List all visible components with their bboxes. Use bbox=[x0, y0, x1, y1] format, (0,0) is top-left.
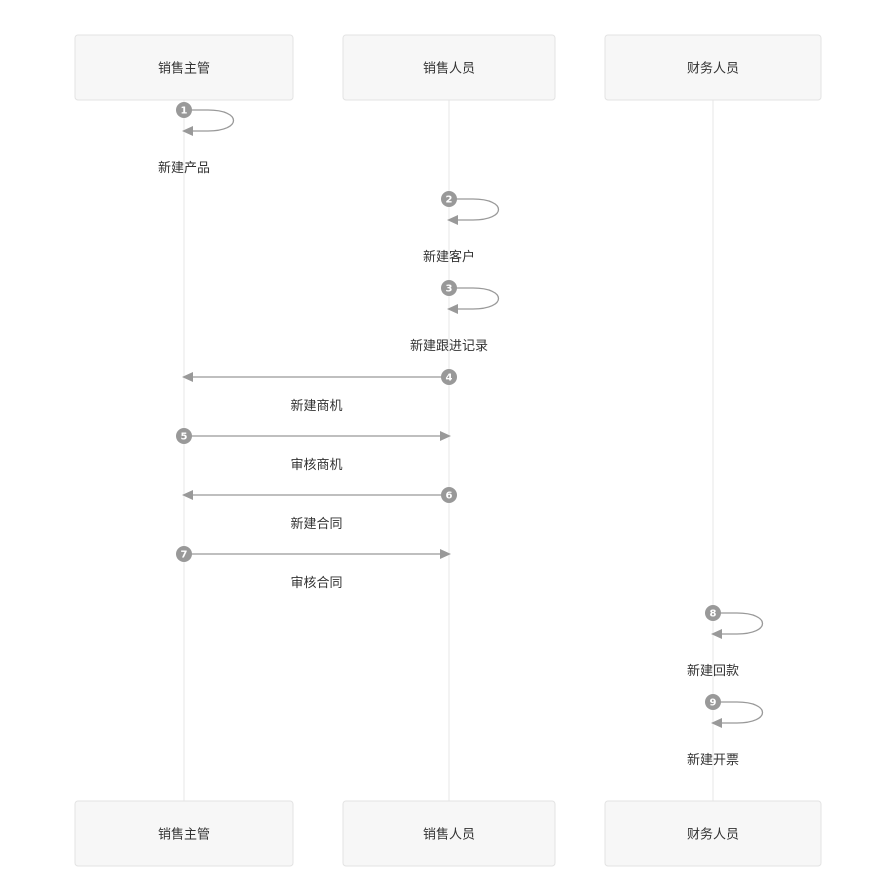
arrow-head bbox=[182, 126, 193, 136]
step-badge bbox=[176, 546, 192, 562]
message-label: 审核合同 bbox=[290, 576, 342, 591]
actor-name: 财务人员 bbox=[687, 61, 739, 77]
actors-top: 销售主管 销售人员 财务人员 bbox=[74, 34, 822, 101]
step-badge bbox=[705, 694, 721, 710]
message-label: 新建回款 bbox=[687, 663, 739, 679]
step-badge bbox=[441, 487, 457, 503]
arrow-head bbox=[711, 629, 722, 639]
step-badge bbox=[441, 280, 457, 296]
message-8: 8 新建回款 bbox=[687, 605, 764, 679]
message-label: 审核商机 bbox=[290, 458, 342, 473]
arrow-head bbox=[440, 549, 451, 559]
step-number: 9 bbox=[710, 698, 717, 709]
message-arrow bbox=[184, 109, 235, 132]
actor-sales-manager-bottom: 销售主管 bbox=[74, 800, 294, 867]
message-9: 9 新建开票 bbox=[687, 694, 764, 768]
actor-box bbox=[604, 34, 822, 101]
message-3: 3 新建跟进记录 bbox=[410, 280, 500, 354]
message-label: 新建产品 bbox=[158, 160, 210, 176]
actor-box bbox=[604, 800, 822, 867]
actor-finance-staff-bottom: 财务人员 bbox=[604, 800, 822, 867]
messages: 1 新建产品 2 新建客户 3 新建跟进记录 4 新建商机 5 审核商机 6 新建合同 7 审核合同 8 新建… bbox=[158, 102, 764, 768]
arrow-head bbox=[182, 372, 193, 382]
message-arrow bbox=[449, 287, 500, 310]
message-6: 6 新建合同 bbox=[182, 487, 457, 532]
step-number: 1 bbox=[181, 106, 188, 117]
step-number: 3 bbox=[446, 284, 453, 295]
message-arrow bbox=[713, 701, 764, 724]
message-label: 新建客户 bbox=[423, 249, 475, 265]
actor-box bbox=[74, 800, 294, 867]
actor-box bbox=[342, 34, 556, 101]
arrow-head bbox=[711, 718, 722, 728]
message-label: 新建开票 bbox=[687, 752, 739, 768]
step-number: 7 bbox=[181, 550, 188, 561]
step-badge bbox=[441, 369, 457, 385]
actor-name: 销售人员 bbox=[423, 827, 475, 843]
actor-sales-manager-top: 销售主管 bbox=[74, 34, 294, 101]
step-badge bbox=[441, 191, 457, 207]
message-label: 新建合同 bbox=[290, 516, 342, 532]
arrow-head bbox=[440, 431, 451, 441]
actor-sales-staff-top: 销售人员 bbox=[342, 34, 556, 101]
actor-box bbox=[342, 800, 556, 867]
arrow-head bbox=[182, 490, 193, 500]
message-2: 2 新建客户 bbox=[423, 191, 500, 265]
step-badge bbox=[705, 605, 721, 621]
message-7: 7 审核合同 bbox=[176, 546, 451, 591]
actor-sales-staff-bottom: 销售人员 bbox=[342, 800, 556, 867]
actor-finance-staff-top: 财务人员 bbox=[604, 34, 822, 101]
actor-name: 销售主管 bbox=[158, 61, 210, 77]
step-number: 2 bbox=[446, 195, 453, 206]
step-number: 4 bbox=[446, 373, 453, 384]
message-5: 5 审核商机 bbox=[176, 428, 451, 473]
step-badge bbox=[176, 102, 192, 118]
message-arrow bbox=[713, 612, 764, 635]
lifelines bbox=[183, 100, 714, 801]
message-arrow bbox=[449, 198, 500, 221]
step-number: 5 bbox=[181, 432, 188, 443]
message-label: 新建商机 bbox=[290, 398, 342, 414]
message-label: 新建跟进记录 bbox=[410, 338, 488, 354]
step-number: 6 bbox=[446, 491, 453, 502]
actor-name: 销售主管 bbox=[158, 827, 210, 843]
step-number: 8 bbox=[710, 609, 717, 620]
actor-name: 销售人员 bbox=[423, 61, 475, 77]
step-badge bbox=[176, 428, 192, 444]
message-1: 1 新建产品 bbox=[158, 102, 235, 176]
arrow-head bbox=[447, 304, 458, 314]
actor-box bbox=[74, 34, 294, 101]
actors-bottom: 销售主管 销售人员 财务人员 bbox=[74, 800, 822, 867]
arrow-head bbox=[447, 215, 458, 225]
actor-name: 财务人员 bbox=[687, 827, 739, 843]
message-4: 4 新建商机 bbox=[182, 369, 457, 414]
